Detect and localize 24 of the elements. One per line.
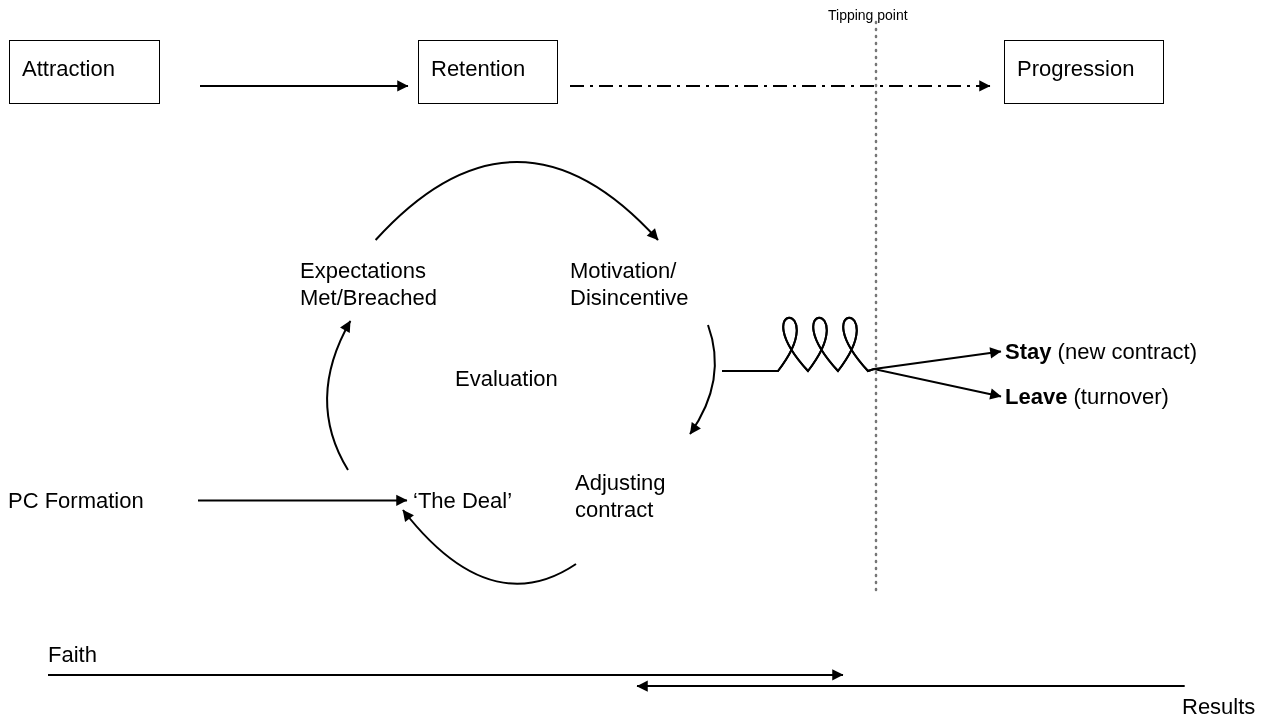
cycle-step-label: Adjusting contract xyxy=(575,469,685,523)
arrow xyxy=(197,494,408,506)
arrow xyxy=(569,80,991,92)
curved-arrow xyxy=(689,324,716,435)
process-label: PC Formation xyxy=(8,487,193,514)
stage-box: Retention xyxy=(418,40,558,104)
arrow xyxy=(199,80,409,92)
spiral-arrow xyxy=(721,316,1002,400)
axis-label: Results xyxy=(1182,693,1272,718)
curved-arrow xyxy=(402,509,577,585)
outcome-label: Stay (new contract) xyxy=(1005,338,1283,365)
arrow xyxy=(636,680,1186,692)
stage-box: Progression xyxy=(1004,40,1164,104)
cycle-step-label: Expectations Met/Breached xyxy=(300,257,468,311)
cycle-step-label: Motivation/ Disincentive xyxy=(570,257,710,311)
center-label: Evaluation xyxy=(455,365,558,392)
curved-arrow xyxy=(374,161,659,241)
outcome-label: Leave (turnover) xyxy=(1005,383,1283,410)
axis-label: Faith xyxy=(48,641,108,668)
arrow xyxy=(47,669,844,681)
curved-arrow xyxy=(326,320,352,471)
cycle-step-label: ‘The Deal’ xyxy=(413,487,523,514)
divider-label: Tipping point xyxy=(828,6,908,25)
stage-box: Attraction xyxy=(9,40,160,104)
